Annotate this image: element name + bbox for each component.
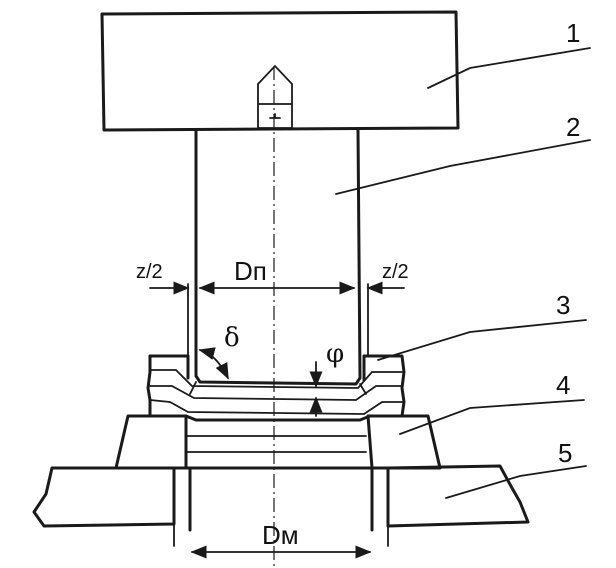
label-delta: δ <box>224 323 240 353</box>
callout-4: 4 <box>556 370 570 400</box>
punch <box>194 128 362 386</box>
label-punch-diameter: Dп <box>234 256 267 286</box>
delta-arc <box>198 347 229 380</box>
callout-2: 2 <box>566 112 580 142</box>
callout-1: 1 <box>566 18 580 48</box>
label-clearance-right: z/2 <box>382 261 409 283</box>
blank-holder <box>114 414 442 470</box>
label-phi: φ <box>326 339 344 369</box>
dim-clearance <box>149 281 405 357</box>
die <box>32 464 530 547</box>
callout-5: 5 <box>558 438 572 468</box>
label-clearance-left: z/2 <box>136 261 163 283</box>
callout-3: 3 <box>556 290 570 320</box>
sheet-blank <box>146 354 406 422</box>
leader-lines <box>335 47 591 499</box>
top-plate <box>100 10 460 132</box>
label-die-diameter: Dм <box>262 520 299 550</box>
